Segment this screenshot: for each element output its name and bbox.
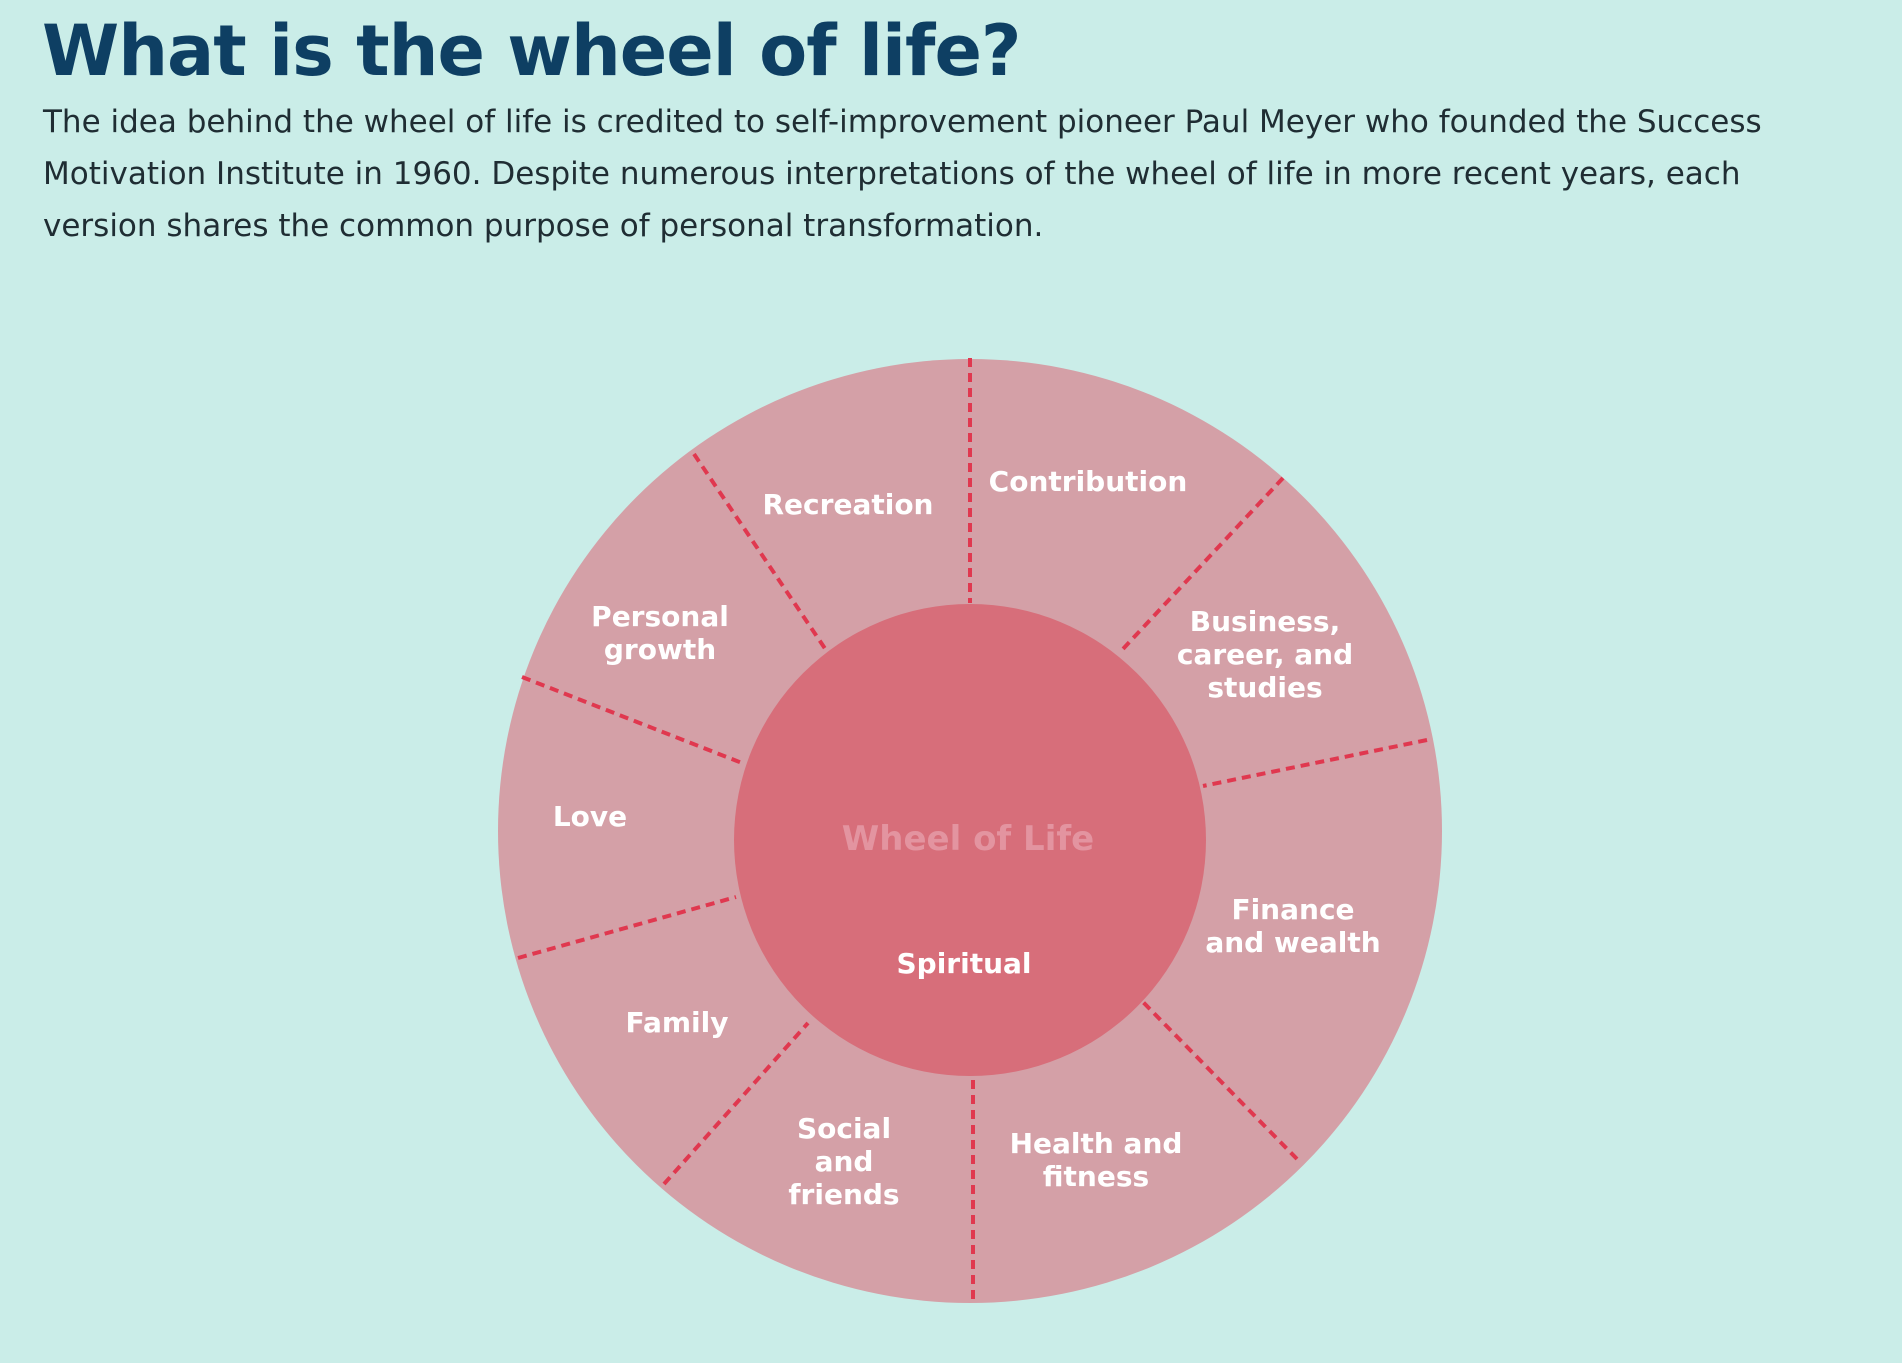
divider-line — [1120, 476, 1285, 652]
intro-paragraph: The idea behind the wheel of life is cre… — [43, 104, 1762, 244]
center-label: Wheel of Life — [842, 819, 1094, 859]
divider-line — [517, 895, 737, 960]
segment-dividers — [517, 358, 1428, 1299]
segment-label: Recreation — [763, 488, 934, 521]
page-title: What is the wheel of life? — [42, 10, 1022, 92]
divider-line — [1139, 998, 1299, 1161]
divider-line — [1202, 738, 1428, 788]
inner-circle — [734, 604, 1206, 1076]
segment-label: Contribution — [989, 465, 1188, 498]
segment-label: Family — [625, 1006, 728, 1039]
divider-line — [521, 675, 743, 765]
divider-line — [692, 452, 828, 652]
segment-label: Love — [553, 800, 627, 833]
inner-segment-label-spiritual: Spiritual — [896, 947, 1031, 980]
divider-line — [662, 1021, 810, 1186]
